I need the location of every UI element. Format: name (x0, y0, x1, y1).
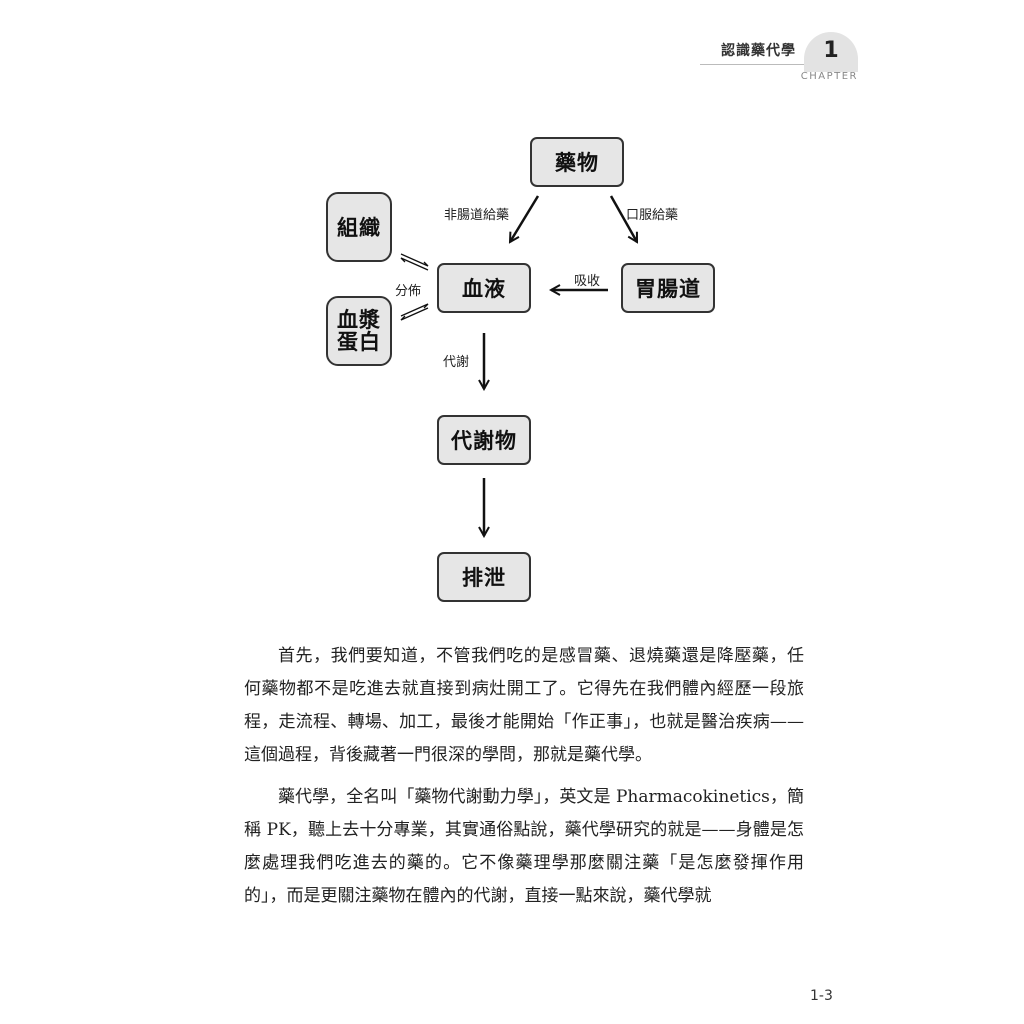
chapter-title: 認識藥代學 (721, 43, 796, 59)
plasma-protein-char-4: 白 (359, 330, 381, 354)
chapter-label: CHAPTER (800, 71, 858, 82)
diagram-arrows (400, 195, 639, 620)
node-tissue: 組織 (326, 192, 392, 262)
node-blood: 血液 (437, 263, 531, 313)
node-metabolite-label: 代謝物 (451, 429, 517, 453)
paragraph: 藥代學，全名叫「藥物代謝動力學」，英文是 Pharmacokinetics，簡稱… (244, 787, 804, 906)
arrow-parenteral (510, 195, 540, 242)
node-drug: 藥物 (530, 137, 624, 187)
edge-label-parenteral: 非腸道給藥 (444, 208, 510, 223)
node-plasma-protein: 血漿 蛋白 (326, 296, 392, 366)
header-rule (700, 64, 858, 65)
node-drug-label: 藥物 (555, 151, 599, 175)
chapter-number: 1 (823, 38, 839, 63)
paragraph: 首先，我們要知道，不管我們吃的是感冒藥、退燒藥還是降壓藥，任何藥物都不是吃進去就… (244, 646, 804, 765)
node-metabolite: 代謝物 (437, 415, 531, 465)
page-number: 1-3 (810, 988, 833, 1004)
edge-label-oral: 口服給藥 (626, 208, 679, 223)
node-gi-tract-label: 胃腸道 (635, 277, 701, 301)
equilibrium-arrows-plasma-protein (400, 303, 429, 321)
node-excretion: 排泄 (437, 552, 531, 602)
edge-label-metabolism: 代謝 (443, 355, 470, 370)
node-tissue-label: 組織 (337, 216, 381, 240)
edge-label-absorption: 吸收 (574, 274, 601, 289)
node-blood-label: 血液 (462, 277, 506, 301)
arrow-oral (609, 195, 639, 242)
plasma-protein-char-1: 血 (337, 308, 359, 332)
node-excretion-label: 排泄 (462, 566, 506, 590)
node-plasma-protein-label: 血漿 蛋白 (337, 309, 381, 353)
plasma-protein-char-2: 漿 (359, 308, 381, 332)
equilibrium-arrows-tissue (400, 253, 429, 271)
edge-label-distribution: 分佈 (395, 284, 422, 299)
pharmacokinetics-diagram: 藥物 組織 血漿 蛋白 血液 胃腸道 代謝物 排泄 非腸道給藥 口服給藥 吸收 … (326, 137, 715, 620)
body-text: 首先，我們要知道，不管我們吃的是感冒藥、退燒藥還是降壓藥，任何藥物都不是吃進去就… (244, 640, 804, 922)
plasma-protein-char-3: 蛋 (337, 330, 359, 354)
node-gi-tract: 胃腸道 (621, 263, 715, 313)
chapter-number-tab: 1 (804, 32, 858, 72)
